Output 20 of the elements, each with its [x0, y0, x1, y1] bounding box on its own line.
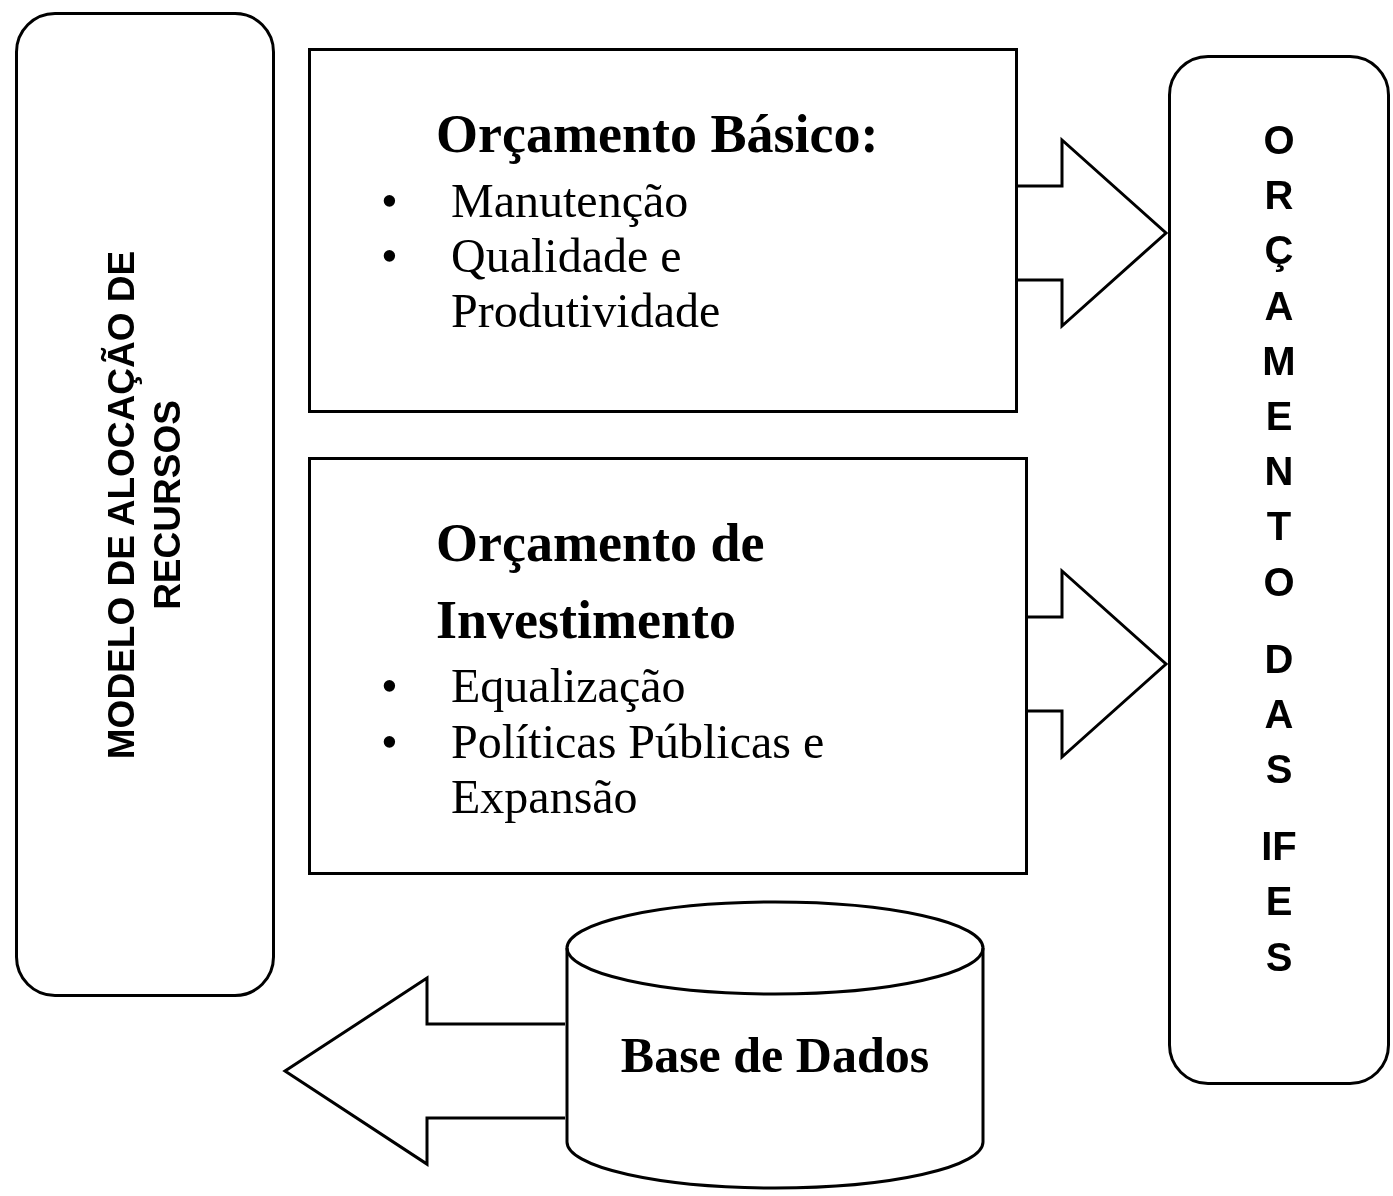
- bullet-marker: •: [381, 172, 399, 228]
- bullet-marker: •: [381, 227, 399, 284]
- bullet-marker: •: [381, 713, 399, 770]
- vertical-title: ORÇAMENTO DAS IFES: [1260, 117, 1298, 981]
- rounded-box: [1168, 55, 1390, 1085]
- box-heading: Orçamento de Investimento: [436, 512, 766, 652]
- bullet-item: Manutenção: [451, 172, 690, 228]
- block-arrow: [282, 975, 567, 1167]
- box-heading: Orçamento Básico:: [436, 103, 880, 166]
- bullet-item: Políticas Públicas e Expansão: [451, 713, 826, 824]
- block-arrow: [1016, 136, 1169, 330]
- process-box: [308, 48, 1018, 413]
- bullet-item: Qualidade e Produtividade: [451, 227, 722, 339]
- block-arrow: [1026, 567, 1169, 761]
- vertical-title: MODELO DE ALOCAÇÃO DE RECURSOS: [99, 249, 189, 761]
- process-box: [308, 457, 1028, 875]
- rounded-box: [15, 12, 275, 997]
- bullet-marker: •: [381, 658, 399, 714]
- database-label: Base de Dados: [620, 1026, 930, 1085]
- bullet-item: Equalização: [451, 658, 687, 714]
